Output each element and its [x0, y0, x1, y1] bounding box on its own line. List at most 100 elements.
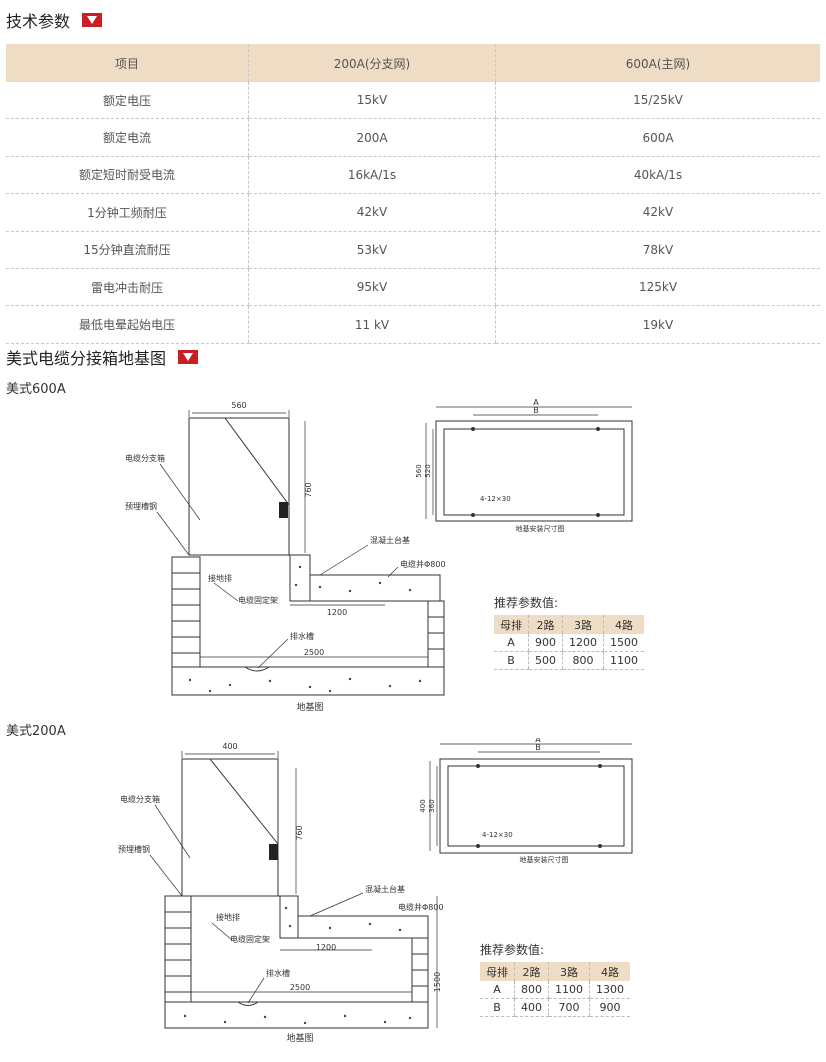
dim-1200-label: 1200: [316, 943, 336, 952]
plan-dim-a: A: [535, 738, 541, 744]
label-ground-bar: 接地排: [216, 912, 240, 922]
spec-header: 200A(分支网): [248, 44, 496, 82]
label-channel-steel: 预埋槽钢: [118, 844, 150, 854]
plan-dim-2: 360: [428, 799, 436, 812]
spec-cell: 95kV: [248, 268, 496, 307]
rec-cell: 900: [589, 998, 630, 1017]
plan-dim-a: A: [533, 398, 539, 407]
rec-header: 2路: [528, 615, 563, 634]
rec-cell: 1200: [562, 634, 604, 652]
label-channel-steel: 预埋槽钢: [125, 501, 157, 511]
spec-cell: 600A: [495, 118, 820, 157]
triangle-down-icon: [82, 13, 103, 27]
spec-cell: 53kV: [248, 231, 496, 269]
rec-header: 母排: [480, 962, 515, 981]
label-cable-well: 电缆井Φ800: [400, 559, 446, 569]
label-concrete-base: 混凝土台基: [370, 535, 410, 545]
rec-cell: 1300: [589, 981, 630, 999]
plan-hole-label: 4-12×30: [480, 495, 511, 503]
rec-cell: A: [494, 634, 529, 652]
spec-cell: 15分钟直流耐压: [6, 231, 249, 269]
foundation-drawing-600a: 560 760 1200 2500 电缆分支箱 预埋槽钢 混凝土台基 电缆井Φ8…: [125, 398, 633, 713]
dim-2500-label: 2500: [304, 648, 324, 657]
label-drain: 排水槽: [290, 631, 314, 641]
spec-cell: 42kV: [495, 193, 820, 232]
label-ground-bar: 接地排: [208, 573, 232, 583]
dim-height-label: 760: [295, 825, 304, 840]
subtitle-600a: 美式600A: [6, 382, 66, 397]
rec-cell: 1100: [548, 981, 590, 999]
rec-cell: B: [494, 651, 529, 670]
spec-cell: 额定短时耐受电流: [6, 156, 249, 195]
rec-cell: B: [480, 998, 515, 1017]
plan-caption: 地基安装尺寸图: [516, 524, 565, 533]
rec-header: 4路: [589, 962, 630, 981]
section-title-foundation: 美式电缆分接箱地基图: [6, 345, 199, 369]
plan-dim-1: 560: [415, 464, 423, 477]
spec-cell: 11 kV: [248, 305, 496, 344]
rec-cell: 900: [528, 634, 563, 652]
spec-cell: 额定电压: [6, 82, 249, 120]
dim-width-label: 560: [231, 401, 246, 410]
spec-cell: 40kA/1s: [495, 156, 820, 195]
spec-cell: 1分钟工频耐压: [6, 193, 249, 232]
spec-cell: 15kV: [248, 82, 496, 120]
foundation-drawing-200a: 400 760 1200 2500 1500 电缆分支箱 预埋槽钢 混凝土台基 …: [118, 738, 633, 1044]
plan-dim-1: 400: [419, 799, 427, 812]
spec-cell: 78kV: [495, 231, 820, 269]
spec-cell: 16kA/1s: [248, 156, 496, 195]
label-cable-well: 电缆井Φ800: [398, 902, 444, 912]
rec-cell: 500: [528, 651, 563, 670]
section-title-text: 技术参数: [6, 12, 71, 31]
rec-cell: 1100: [603, 651, 644, 670]
rec-header: 3路: [562, 615, 604, 634]
subtitle-200a: 美式200A: [6, 724, 66, 739]
rec-cell: A: [480, 981, 515, 999]
spec-cell: 最低电晕起始电压: [6, 305, 249, 344]
label-cable-box: 电缆分支箱: [120, 794, 160, 804]
spec-cell: 125kV: [495, 268, 820, 307]
spec-cell: 200A: [248, 118, 496, 157]
label-cable-bracket: 电缆固定架: [230, 934, 270, 944]
label-concrete-base: 混凝土台基: [365, 884, 405, 894]
section-title-text: 美式电缆分接箱地基图: [6, 349, 167, 368]
label-cable-box: 电缆分支箱: [125, 453, 165, 463]
spec-header: 项目: [6, 44, 249, 82]
rec-cell: 1500: [603, 634, 644, 652]
recommended-caption: 推荐参数值:: [480, 943, 545, 957]
section-title-spec: 技术参数: [6, 8, 103, 32]
spec-cell: 19kV: [495, 305, 820, 344]
plan-dim-b: B: [533, 406, 539, 415]
dim-width-label: 400: [222, 742, 237, 751]
spec-header: 600A(主网): [495, 44, 820, 82]
rec-header: 母排: [494, 615, 529, 634]
spec-cell: 雷电冲击耐压: [6, 268, 249, 307]
drawing-caption: 地基图: [296, 701, 323, 713]
plan-caption: 地基安装尺寸图: [520, 855, 569, 864]
rec-header: 4路: [603, 615, 644, 634]
triangle-down-icon: [178, 350, 199, 364]
rec-cell: 800: [514, 981, 549, 999]
spec-header-row: 项目 200A(分支网) 600A(主网): [6, 44, 820, 82]
rec-header: 2路: [514, 962, 549, 981]
dim-1200-label: 1200: [327, 608, 347, 617]
plan-dim-b: B: [535, 743, 541, 752]
spec-cell: 42kV: [248, 193, 496, 232]
spec-cell: 15/25kV: [495, 82, 820, 120]
label-drain: 排水槽: [266, 968, 290, 978]
rec-cell: 400: [514, 998, 549, 1017]
